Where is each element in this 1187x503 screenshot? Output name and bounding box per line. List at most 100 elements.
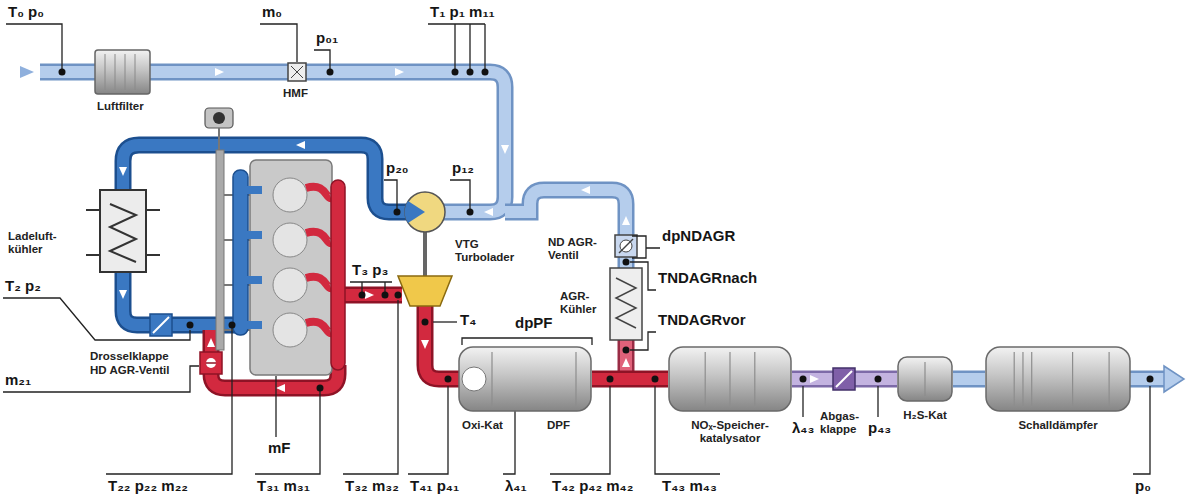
leader-line bbox=[260, 24, 297, 62]
sensor-dot bbox=[623, 259, 630, 266]
engine-block bbox=[273, 313, 307, 347]
exhaust-pipe bbox=[205, 330, 217, 352]
flow-arrow bbox=[622, 216, 630, 225]
part-label: AGR- Kühler bbox=[560, 290, 606, 315]
fuel-system bbox=[216, 150, 224, 350]
pipe-connector bbox=[953, 379, 985, 380]
flow-arrow bbox=[365, 291, 374, 299]
sensor-label: dpPF bbox=[515, 315, 553, 332]
housing-rib bbox=[729, 352, 730, 406]
hp-egr-valve bbox=[206, 358, 216, 368]
charge-air-cooler bbox=[100, 190, 146, 272]
throttle-valve bbox=[150, 314, 172, 336]
sensor-dot bbox=[422, 319, 429, 326]
flow-arrow bbox=[119, 167, 127, 176]
flow-arrow bbox=[810, 375, 819, 383]
sensor-label: T₄₁ p₄₁ bbox=[410, 478, 459, 495]
component-shape bbox=[458, 346, 592, 412]
flow-arrow bbox=[119, 68, 819, 392]
sensor-label: m₂₁ bbox=[5, 372, 31, 389]
sensor-dot bbox=[623, 347, 630, 354]
sensor-dot bbox=[467, 209, 474, 216]
exhaust-pipe bbox=[620, 340, 632, 374]
leader-line bbox=[630, 262, 656, 290]
flow-arrow bbox=[501, 145, 509, 154]
egr-cooler bbox=[610, 268, 642, 340]
sensor-label: T₄₃ m₄₃ bbox=[662, 478, 717, 495]
intake-arrow bbox=[20, 66, 34, 78]
throttle-valve bbox=[153, 317, 169, 333]
flow-arrow bbox=[421, 340, 429, 349]
component-name: Oxi-Kat bbox=[458, 419, 503, 432]
sensor-label: TNDAGRnach bbox=[658, 270, 757, 287]
housing-rib bbox=[575, 352, 576, 406]
air-filter bbox=[95, 50, 150, 94]
sensor-label: T₀ p₀ bbox=[8, 4, 44, 21]
component-name: NOₓ-Speicher- katalysator bbox=[682, 419, 778, 445]
leader-line bbox=[462, 338, 592, 345]
hmf-sensor bbox=[291, 66, 303, 78]
sensor-label: mF bbox=[268, 440, 291, 457]
component-name: H₂S-Kat bbox=[903, 409, 946, 422]
engine-block bbox=[273, 268, 307, 302]
exhaust-flap bbox=[833, 368, 855, 390]
leader-line bbox=[802, 386, 803, 417]
sensor-label: p₁₂ bbox=[452, 160, 474, 177]
lp-egr-valve bbox=[615, 235, 637, 257]
flow-arrow bbox=[296, 141, 305, 149]
leader-line bbox=[314, 50, 330, 72]
part-label: Abgas- klappe bbox=[820, 410, 864, 435]
sensor-dot bbox=[327, 69, 334, 76]
engine-block bbox=[306, 187, 331, 333]
sensor-label: p₀₁ bbox=[316, 30, 338, 47]
engine-block bbox=[273, 178, 307, 212]
intake-pipe bbox=[1129, 371, 1168, 388]
housing-rib bbox=[491, 352, 492, 406]
leader-line bbox=[450, 180, 470, 212]
housing-rib bbox=[1031, 352, 1032, 406]
component-node: H₂S-Kat bbox=[897, 356, 953, 422]
leader-line bbox=[255, 388, 320, 474]
housing-rib bbox=[754, 352, 755, 406]
flow-arrow bbox=[484, 208, 493, 216]
engine-block bbox=[246, 190, 262, 325]
sensor-dot bbox=[1147, 376, 1154, 383]
component-node: Oxi-KatDPF bbox=[458, 346, 592, 432]
exhaust-pipe bbox=[618, 340, 635, 374]
leader-line bbox=[503, 411, 515, 474]
sensor-dot bbox=[652, 376, 659, 383]
vtg-turbocharger bbox=[405, 192, 445, 232]
component-node: Schalldämpfer bbox=[985, 346, 1131, 432]
sensor-label: T₂₂ p₂₂ m₂₂ bbox=[108, 478, 188, 495]
leader-line bbox=[1133, 386, 1150, 474]
sensor-dot bbox=[482, 69, 489, 76]
intake-pipe bbox=[20, 66, 1184, 392]
housing bbox=[986, 347, 1130, 411]
sensor-dot bbox=[59, 69, 1154, 392]
charge-air-cooler bbox=[86, 190, 160, 272]
egr-cooler bbox=[616, 278, 636, 328]
intake-pipe bbox=[505, 190, 626, 268]
exhaust-pipe bbox=[592, 373, 668, 385]
sensor-label: p₄₃ bbox=[868, 420, 891, 437]
vtg-turbocharger bbox=[398, 276, 452, 306]
part-label: HD AGR-Ventil bbox=[90, 364, 169, 377]
exhaust-pipe bbox=[425, 306, 460, 379]
flow-arrow bbox=[215, 68, 224, 76]
housing bbox=[669, 347, 791, 411]
egr-cooler bbox=[610, 268, 642, 340]
component-shape bbox=[897, 356, 953, 402]
air-filter bbox=[95, 50, 150, 94]
sensor-label: T₃₁ m₃₁ bbox=[257, 478, 310, 495]
sensor-dot bbox=[359, 292, 366, 299]
sensor-dot bbox=[59, 69, 66, 76]
air-filter bbox=[105, 54, 135, 90]
leader-line bbox=[3, 298, 190, 340]
leader-line bbox=[275, 376, 276, 437]
engine-block bbox=[233, 170, 248, 335]
engine-block bbox=[233, 160, 345, 375]
sensor-label: T₃₂ m₃₂ bbox=[345, 478, 399, 495]
part-label: VTG Turbolader bbox=[455, 238, 527, 263]
vtg-turbocharger bbox=[398, 192, 452, 306]
